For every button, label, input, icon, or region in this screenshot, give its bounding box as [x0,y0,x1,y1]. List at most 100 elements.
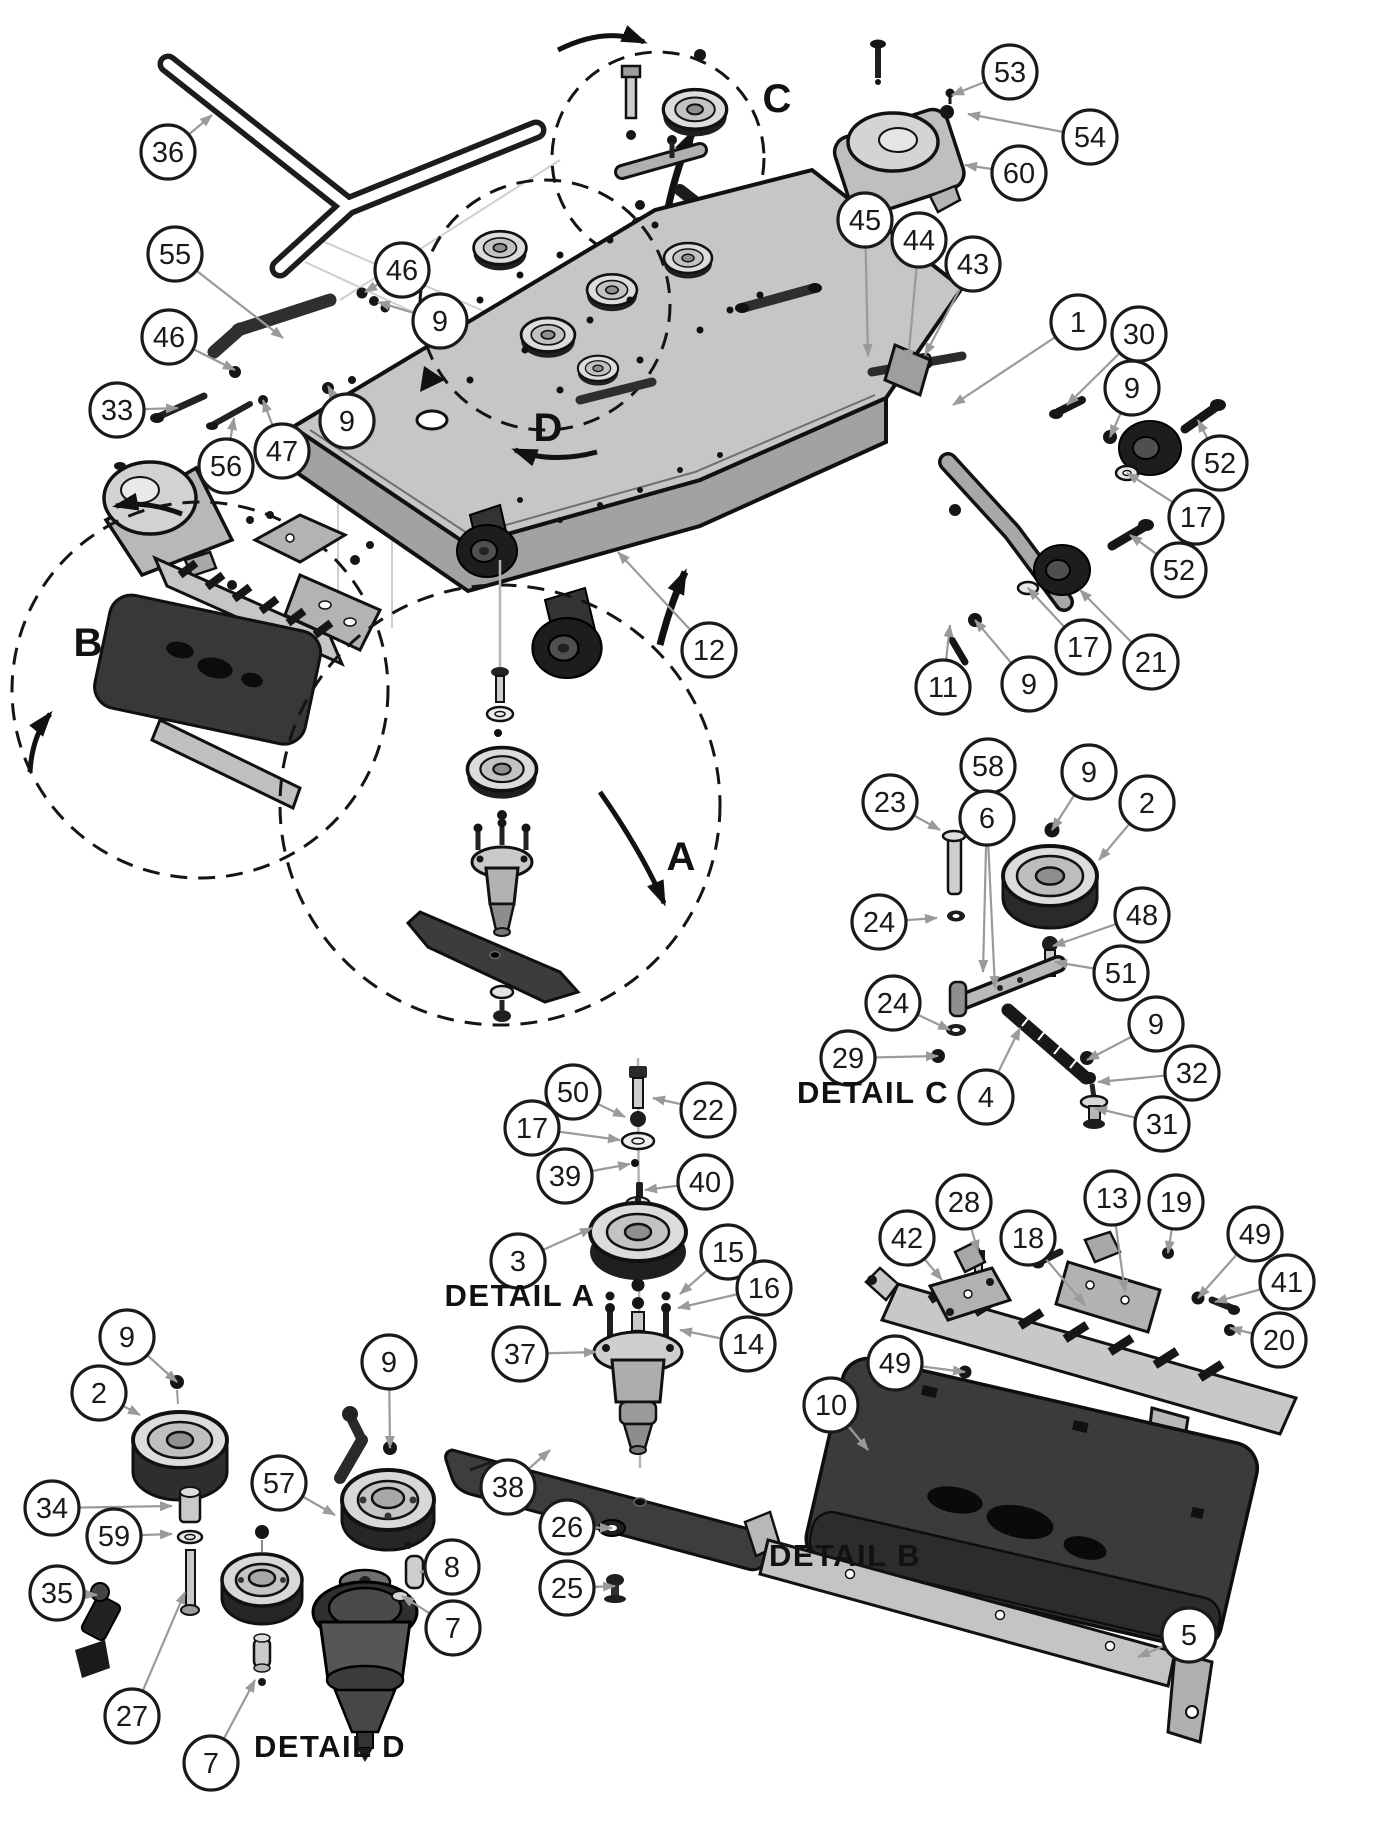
callout-balloon-24: 24 [864,974,922,1032]
callout-number: 19 [1160,1187,1192,1219]
callout-number: 46 [153,322,185,354]
callout-number: 17 [516,1113,548,1145]
detail-boundary-b [10,492,390,880]
callout-number: 46 [386,255,418,287]
callout-number: 4 [978,1082,994,1114]
callout-balloon-37: 37 [491,1325,549,1383]
callout-balloon-28: 28 [935,1173,993,1231]
callout-balloon-49: 49 [1226,1205,1284,1263]
callout-balloon-21: 21 [1122,633,1180,691]
section-letter-B: B [74,621,103,665]
callout-number: 47 [266,436,298,468]
callout-number: 5 [1181,1620,1197,1652]
callout-number: 53 [994,57,1026,89]
callout-number: 29 [832,1043,864,1075]
callout-balloon-9: 9 [318,392,376,450]
callout-balloon-33: 33 [88,381,146,439]
callout-balloon-2: 2 [70,1364,128,1422]
detail-label-d: DETAIL D [254,1729,406,1764]
callout-balloon-32: 32 [1163,1044,1221,1102]
callout-balloon-9: 9 [1127,995,1185,1053]
callout-number: 54 [1074,122,1106,154]
callout-number: 50 [557,1077,589,1109]
spindle-assembly-37 [592,1311,684,1455]
callout-number: 6 [979,803,995,835]
callout-balloon-45: 45 [836,191,894,249]
callout-number: 17 [1180,502,1212,534]
callout-balloon-36: 36 [139,123,197,181]
callout-balloon-34: 34 [23,1479,81,1537]
mower-deck-illustration [289,167,967,680]
detail-label-c: DETAIL C [797,1075,949,1110]
callout-balloon-2: 2 [1118,774,1176,832]
rotation-arrow-icon [420,366,445,392]
callout-number: 15 [712,1237,744,1269]
callout-balloon-9: 9 [360,1333,418,1391]
detail-d-assembly [75,1375,436,1762]
belt-cover-right [832,39,966,218]
callout-balloon-1: 1 [1049,293,1107,351]
callout-balloon-12: 12 [680,621,738,679]
callout-number: 58 [972,751,1004,783]
callout-balloon-50: 50 [544,1063,602,1121]
callout-balloon-9: 9 [1000,655,1058,713]
callout-number: 18 [1012,1223,1044,1255]
callout-balloon-8: 8 [423,1538,481,1596]
callout-number: 1 [1070,307,1086,339]
callout-number: 9 [1081,757,1097,789]
callout-number: 22 [692,1095,724,1127]
callout-balloon-57: 57 [250,1454,308,1512]
callout-number: 39 [549,1161,581,1193]
callout-balloon-20: 20 [1250,1311,1308,1369]
callout-balloon-35: 35 [28,1564,86,1622]
spindle-pulley-3 [588,1196,688,1280]
callout-balloon-24: 24 [850,893,908,951]
callout-balloon-47: 47 [253,422,311,480]
callout-number: 56 [210,451,242,483]
callout-balloon-7: 7 [424,1599,482,1657]
callout-balloon-58: 58 [959,737,1017,795]
section-letter-C: C [763,77,792,121]
callout-balloon-52: 52 [1150,541,1208,599]
callout-number: 7 [445,1613,461,1645]
callout-balloon-4: 4 [957,1068,1015,1126]
callout-balloon-23: 23 [861,773,919,831]
callout-number: 35 [41,1578,73,1610]
callout-balloon-17: 17 [1054,618,1112,676]
callout-balloon-17: 17 [1167,488,1225,546]
callout-number: 9 [381,1347,397,1379]
callout-balloon-53: 53 [981,43,1039,101]
callout-number: 34 [36,1493,68,1525]
callout-balloon-18: 18 [999,1209,1057,1267]
callout-number: 30 [1123,319,1155,351]
callout-number: 17 [1067,632,1099,664]
callout-balloon-15: 15 [699,1223,757,1281]
callout-balloon-3: 3 [489,1232,547,1290]
spindle-assembly-d [311,1568,419,1762]
callout-number: 57 [263,1468,295,1500]
callout-number: 38 [492,1472,524,1504]
callout-number: 49 [1239,1219,1271,1251]
callout-number: 31 [1146,1109,1178,1141]
callout-number: 14 [732,1329,764,1361]
callout-balloon-60: 60 [990,144,1048,202]
callout-balloon-11: 11 [914,658,972,716]
callout-number: 55 [159,239,191,271]
detail-b-assembly [743,1230,1299,1744]
callout-balloon-49: 49 [866,1334,924,1392]
callout-balloon-39: 39 [536,1147,594,1205]
callout-balloon-27: 27 [103,1687,161,1745]
drive-belt-illustration [157,53,547,279]
callout-number: 12 [693,635,725,667]
callout-number: 26 [551,1512,583,1544]
callout-balloon-6: 6 [958,789,1016,847]
callout-number: 36 [152,137,184,169]
callout-balloon-30: 30 [1110,305,1168,363]
callout-number: 10 [815,1390,847,1422]
callout-balloon-29: 29 [819,1029,877,1087]
callout-balloon-16: 16 [735,1259,793,1317]
callout-number: 49 [879,1348,911,1380]
callout-number: 32 [1176,1058,1208,1090]
deck-bolt-dots [466,221,764,523]
callout-balloon-26: 26 [538,1498,596,1556]
